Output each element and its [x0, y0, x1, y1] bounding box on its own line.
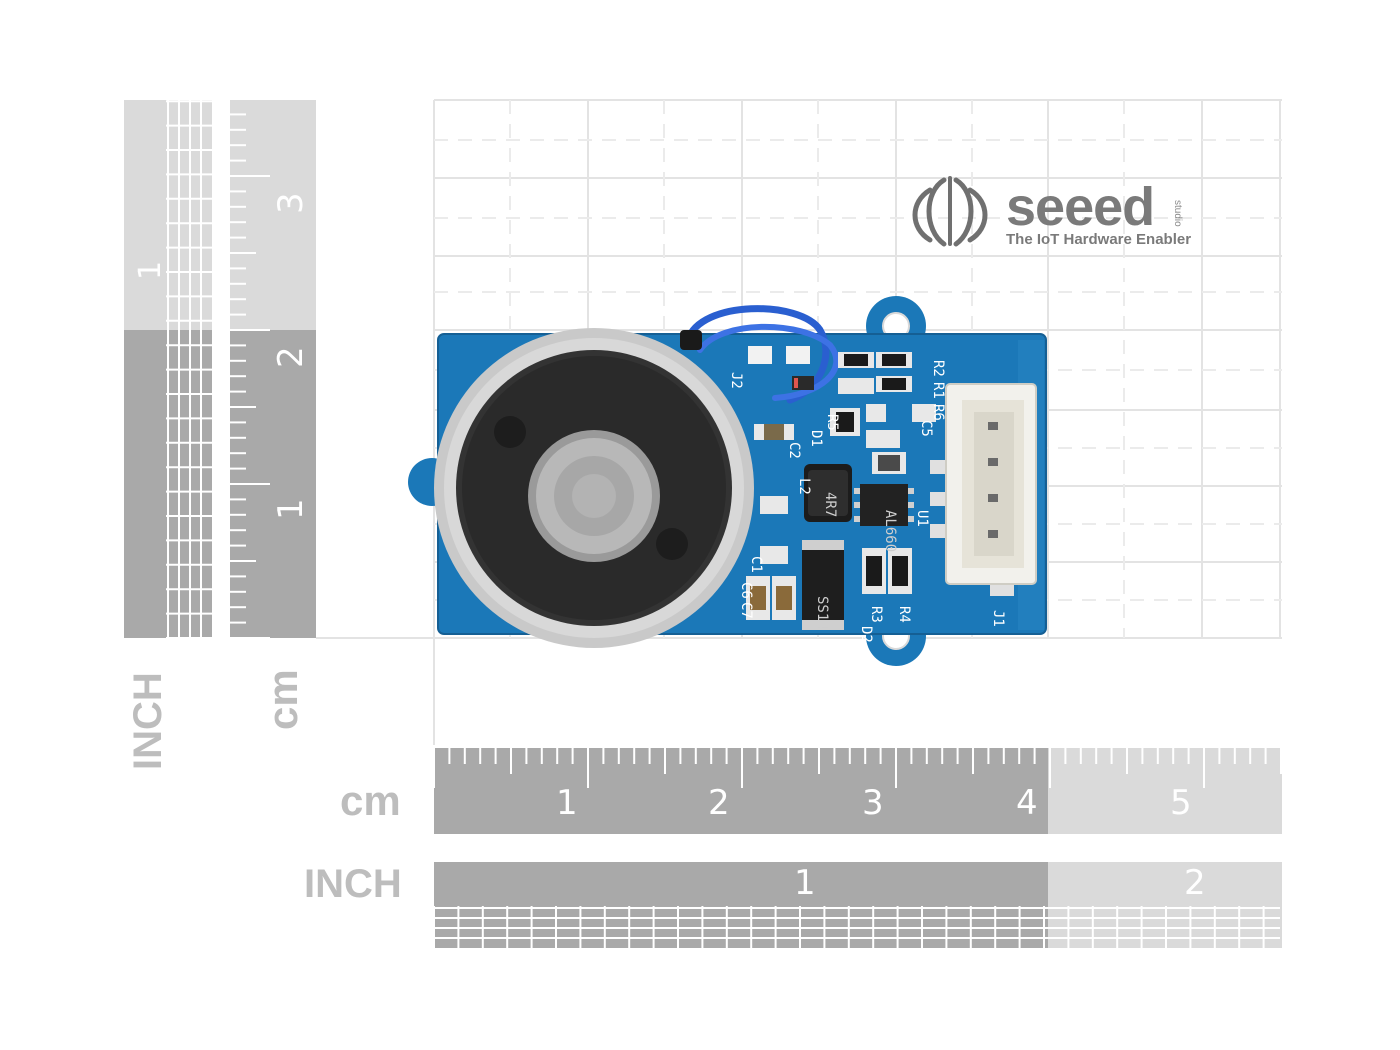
- coil-wire: [684, 305, 830, 404]
- silkscreen-label: U1: [914, 510, 930, 527]
- silkscreen-label: J1: [990, 610, 1006, 627]
- silkscreen-label: L2: [796, 478, 812, 495]
- left-cm-label-1: 1: [271, 498, 311, 520]
- grove-connector: [945, 383, 1037, 585]
- silkscreen-label: R4: [896, 606, 912, 623]
- brand-tag: studio: [1172, 200, 1183, 227]
- silkscreen-label: C5: [918, 420, 934, 437]
- silkscreen-label: R5: [824, 414, 840, 431]
- silkscreen-label: C1: [748, 556, 764, 573]
- brand-name: seeed: [1006, 177, 1155, 237]
- silkscreen-label: C2: [786, 442, 802, 459]
- bottom-cm-label-3: 3: [862, 783, 884, 823]
- bottom-inch-unit-label: INCH: [304, 862, 402, 906]
- bottom-inch-label-2: 2: [1184, 863, 1206, 903]
- silkscreen-label: C6: [738, 582, 754, 599]
- seeed-logo-icon: [912, 176, 988, 247]
- brand-tagline: The IoT Hardware Enabler: [1006, 231, 1192, 248]
- bottom-cm-label-5: 5: [1170, 783, 1192, 823]
- bottom-cm-label-4: 4: [1016, 783, 1038, 823]
- silkscreen-label: D2: [858, 626, 874, 643]
- left-cm-ruler: [230, 100, 316, 639]
- bottom-cm-label-2: 2: [708, 783, 730, 823]
- silkscreen-label: R2: [930, 360, 946, 377]
- silkscreen-label: R6: [930, 404, 946, 421]
- silkscreen-label: SS14: [814, 596, 830, 630]
- left-inch-label-1: 1: [133, 260, 168, 280]
- silkscreen-label: D1: [808, 430, 824, 447]
- silkscreen-label: R1: [930, 382, 946, 399]
- left-cm-label-3: 3: [271, 192, 311, 214]
- bottom-cm-unit-label: cm: [340, 777, 401, 824]
- left-inch-unit-label: INCH: [126, 672, 170, 770]
- bottom-cm-label-1: 1: [556, 783, 578, 823]
- left-inch-ruler: [124, 100, 212, 639]
- silkscreen-label: R3: [868, 606, 884, 623]
- silkscreen-label: J2: [728, 372, 744, 389]
- left-cm-label-2: 2: [271, 346, 311, 368]
- bottom-cm-ruler: [433, 748, 1282, 834]
- bottom-inch-label-1: 1: [794, 863, 816, 903]
- silkscreen-label: 4R7: [822, 492, 838, 517]
- left-cm-unit-label: cm: [259, 669, 306, 730]
- bottom-inch-ruler: [433, 862, 1282, 948]
- silkscreen-label: AL660: [882, 510, 898, 552]
- silkscreen-label: C7: [738, 602, 754, 619]
